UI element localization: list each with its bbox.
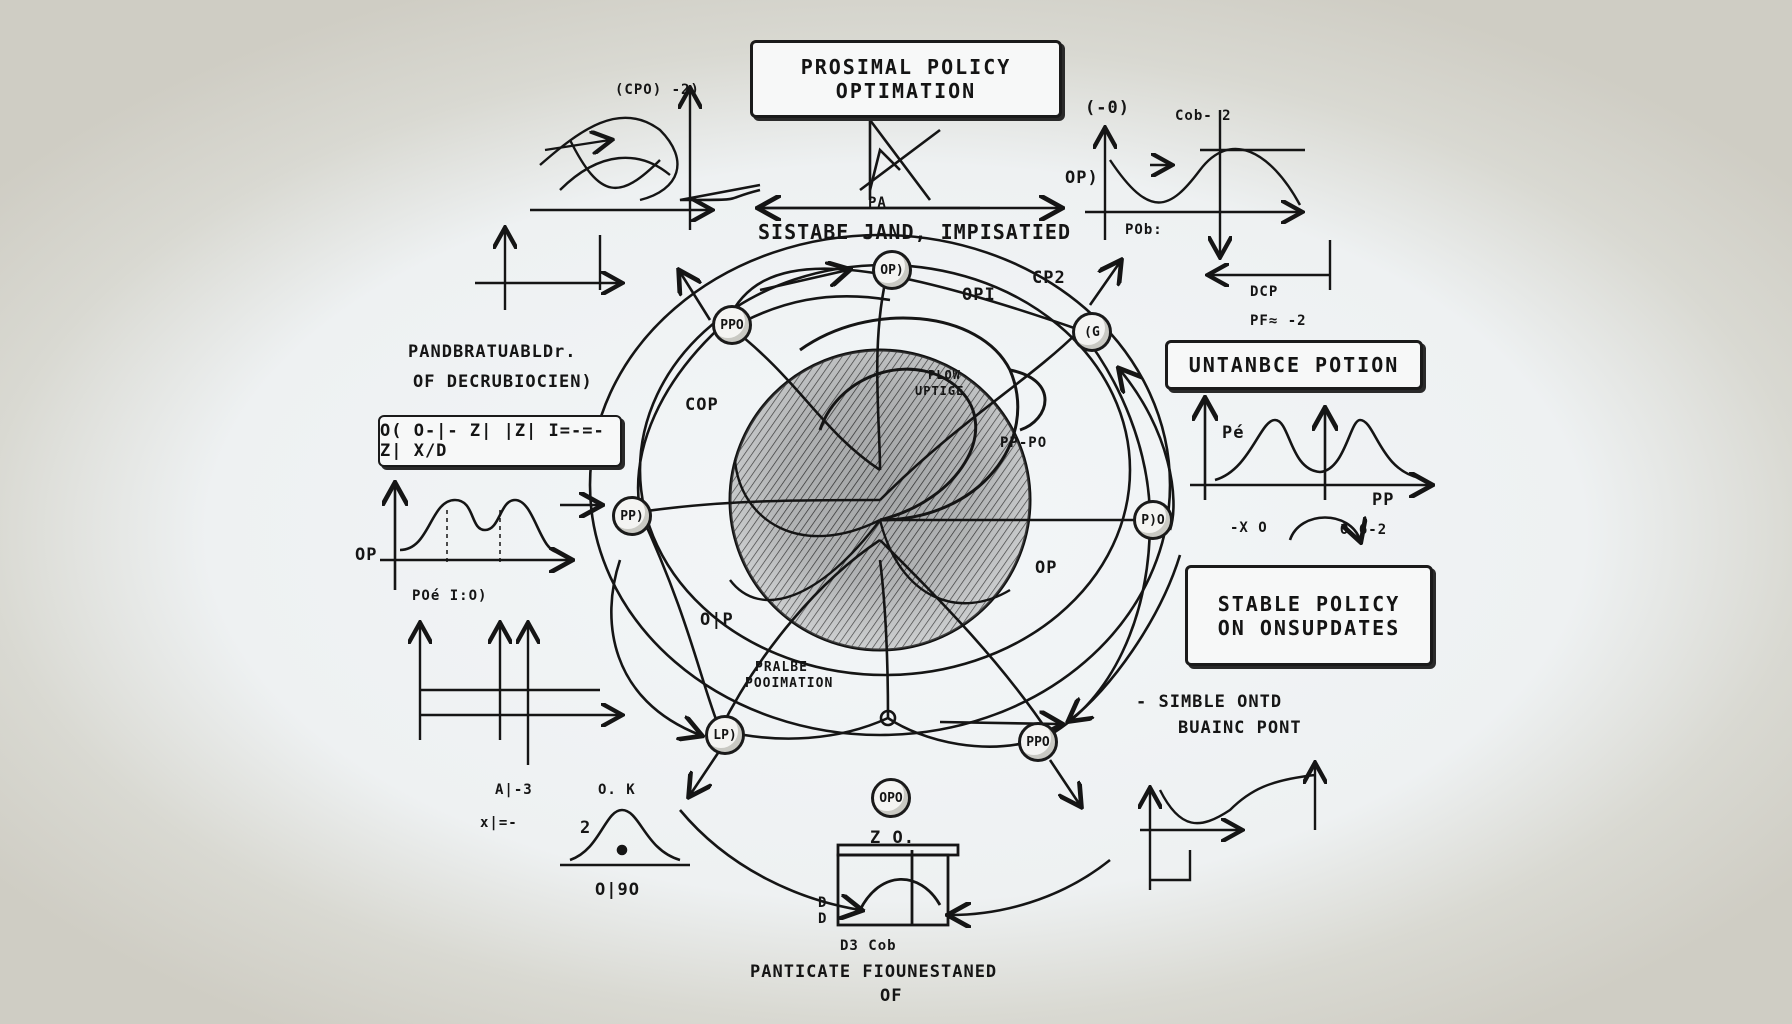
stable-line-2: ON ONSUPDATES: [1217, 615, 1401, 640]
title-line-2: OPTIMATION: [835, 79, 977, 103]
scribble-two: 2: [580, 818, 592, 838]
scribble-op-right: OP): [1065, 168, 1099, 188]
scribble-pob-left: POé I:O): [412, 588, 488, 604]
heading-sistabe: SISTABE JAND, IMPISATIED: [758, 220, 1071, 244]
scribble-minus0: (-0): [1085, 98, 1130, 118]
untanbce-box: UNTANBCE POTION: [1165, 340, 1423, 390]
scribble-pob: POb:: [1125, 222, 1163, 238]
scribble-z0: Z O.: [870, 828, 915, 848]
node-bottom: OPO: [871, 778, 911, 818]
heading-panticate-1: PANTICATE FIOUNESTANED: [750, 962, 998, 982]
stable-policy-box: STABLE POLICY ON ONSUPDATES: [1185, 565, 1433, 666]
scribble-pfx: PF≈ -2: [1250, 313, 1307, 329]
scribble-dd: D D: [818, 895, 828, 927]
scribble-op-center: OP: [1035, 558, 1058, 578]
node-top: OP): [872, 250, 912, 290]
node-upper-right: (G: [1072, 312, 1112, 352]
scribble-dbcob: D3 Cob: [840, 938, 897, 954]
heading-simble-2: BUAINC PONT: [1178, 718, 1302, 738]
plot-left-axes: [475, 230, 620, 310]
scribble-cob: Cob- 2: [1175, 108, 1232, 124]
plot-top-right: [1085, 110, 1305, 255]
heading-panticate-2: OF: [880, 986, 903, 1006]
center-pralbe-2: POOIMATION: [745, 676, 834, 691]
plot-double-hump: [380, 485, 570, 590]
node-lower-left: LP): [705, 715, 745, 755]
node-left: PP): [612, 496, 652, 536]
node-lower-right: PPO: [1018, 722, 1058, 762]
scribble-x0: -X O: [1230, 520, 1268, 536]
scribble-ok: O. K: [598, 782, 636, 798]
plot-bottom-right: [1140, 765, 1315, 890]
scribble-o90: O|9O: [595, 880, 640, 900]
untanbce-label: UNTANBCE POTION: [1188, 353, 1400, 377]
scribble-pho: Pé: [1222, 423, 1245, 443]
node-right: P)O: [1133, 500, 1173, 540]
heading-simble-1: - SIMBLE ONTD: [1136, 692, 1283, 712]
plot-bottom-box: [836, 843, 960, 927]
title-box: PROSIMAL POLICY OPTIMATION: [750, 40, 1062, 118]
plot-right-axes: [1210, 240, 1332, 290]
scribble-op-left: OP: [355, 545, 378, 565]
formula-box: O( O-|- Z| |Z| I=-=-Z| X/D: [378, 415, 622, 467]
orbit-ring-outer: [588, 233, 1172, 737]
center-plow-2: UPTIGE: [915, 384, 965, 398]
heading-pand-1: PANDBRATUABLDr.: [408, 342, 577, 362]
heading-pand-2: OF DECRUBIOCIEN): [413, 372, 593, 392]
scribble-ag: A|-3: [495, 782, 533, 798]
formula-text: O( O-|- Z| |Z| I=-=-Z| X/D: [380, 421, 605, 461]
scribble-dcp: DCP: [1250, 284, 1279, 300]
scribble-pppo: PP-PO: [1000, 435, 1048, 451]
scribble-op-top: OPI: [962, 285, 996, 305]
plot-bottom-left-axes: [420, 625, 620, 765]
center-pralbe-1: PRALBE: [755, 660, 808, 675]
node-upper-left: PPO: [712, 305, 752, 345]
center-plow-1: PLOW: [928, 368, 961, 382]
plot-top-left: [530, 90, 710, 230]
title-line-1: PROSIMAL POLICY: [800, 55, 1012, 79]
stable-line-1: STABLE POLICY: [1217, 591, 1401, 616]
scribble-pa: PA: [868, 195, 887, 211]
scribble-cpo: (CPO) -2): [615, 82, 700, 98]
plot-bottom-bell: [560, 808, 690, 867]
scribble-pp: PP: [1372, 490, 1395, 510]
scribble-op-mid: O|P: [700, 610, 734, 630]
scribble-cp2: CP2: [1032, 268, 1066, 288]
scribble-cop: COP: [685, 395, 719, 415]
scribble-x1: x|=-: [480, 815, 518, 831]
plot-double-peak: [1190, 400, 1430, 540]
scribble-o62: O 6-2: [1340, 522, 1388, 538]
